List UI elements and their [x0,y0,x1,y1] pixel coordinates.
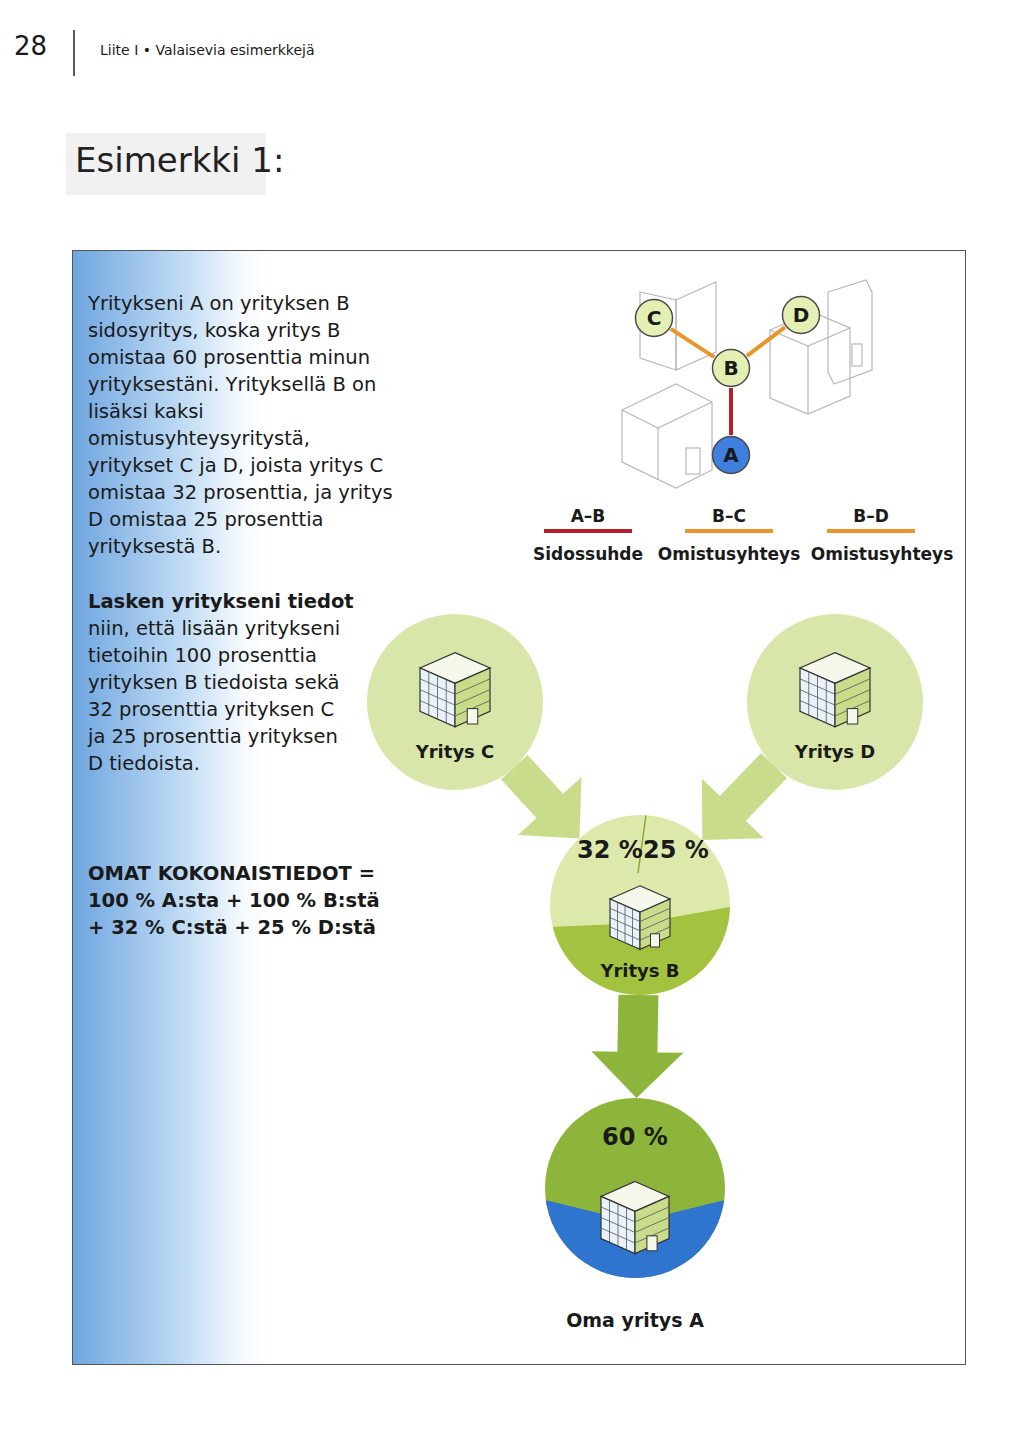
page-number: 28 [14,30,47,63]
building-icon [420,653,490,727]
building-sketch [622,280,872,488]
legend-entry: B–D [827,506,915,533]
page-title: Esimerkki 1: [75,140,284,180]
legend-description: Omistusyhteys [811,544,954,565]
linked-line [729,388,733,435]
legend-text: B–C [685,506,773,526]
flow-arrow [591,995,683,1098]
ownership-line [747,327,785,356]
company-name: Yritys D [795,742,875,763]
building-icon [601,1181,669,1253]
circle-outline [367,614,543,790]
header-rule [73,30,75,76]
percentage: 32 % [577,837,643,865]
building-icon [800,653,870,727]
legend-line-sample [827,529,915,533]
legend-description: Omistusyhteys [658,544,801,565]
company-letter: C [647,307,662,330]
company-circle: Yritys D [747,614,923,790]
company-name: Oma yritys A [566,1310,704,1332]
legend-entry: B–C [685,506,773,533]
legend-line-sample [544,529,632,533]
legend-line-sample [685,529,773,533]
company-name: Yritys B [600,961,679,982]
company-marker: A [711,435,751,475]
method-heading: Lasken yritykseni tiedot [88,588,368,615]
company-circle: 32 %25 % Yritys B [550,815,730,995]
legend-text: A–B [544,506,632,526]
percentage: 25 % [643,837,709,865]
total-formula: OMAT KOKONAISTIEDOT = 100 % A:sta + 100 … [88,860,398,941]
company-letter: B [723,357,738,380]
own-company-circle: 60 %Oma yritys A [545,1098,725,1278]
company-letter: A [723,444,738,467]
running-header: Liite I • Valaisevia esimerkkejä [100,41,315,59]
flow-arrow [702,753,787,840]
company-marker: B [711,348,751,388]
company-name: Yritys C [416,742,495,763]
company-marker: D [781,295,821,335]
company-circle: Yritys C [367,614,543,790]
circle-outline [747,614,923,790]
explanation-text: Yritykseni A on yrityksen B sidosyritys,… [88,290,400,560]
percentage: 60 % [602,1124,668,1152]
legend-entry: A–B [544,506,632,533]
company-letter: D [793,304,810,327]
legend-description: Sidossuhde [533,544,643,565]
method-text: niin, että lisään yritykseni tietoihin 1… [88,615,356,777]
example-frame [72,250,966,1365]
ownership-line [671,329,714,357]
building-icon [610,886,670,950]
legend-text: B–D [827,506,915,526]
company-marker: C [634,298,674,338]
